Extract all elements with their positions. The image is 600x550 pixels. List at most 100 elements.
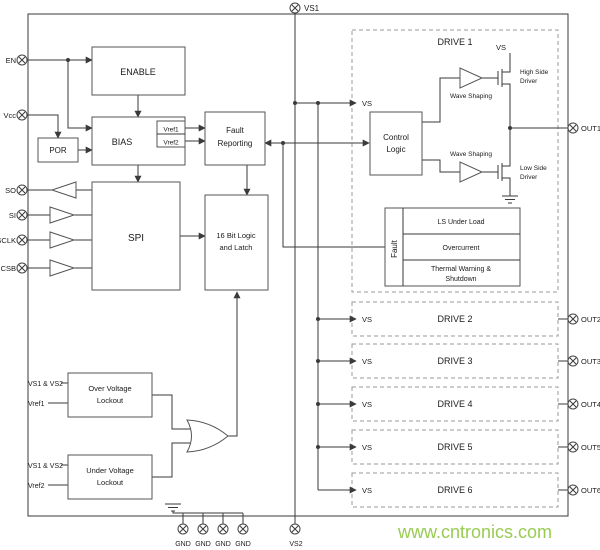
vref1-label: Vref1	[163, 127, 179, 134]
ls-drain-wire	[502, 128, 511, 167]
csb-buffer	[49, 259, 76, 277]
logic-box	[204, 194, 269, 291]
spi-box	[91, 181, 181, 291]
ovl-ref-label: Vref1	[28, 401, 45, 408]
enable-box	[91, 46, 186, 96]
drive3-vs-label: VS	[362, 357, 372, 366]
wave-shaping-low-label: Wave Shaping	[450, 151, 492, 158]
pin-si	[16, 209, 28, 221]
drive4-title: DRIVE 4	[437, 399, 472, 409]
si-buffer	[49, 206, 76, 224]
drive1-vs-label: VS	[362, 99, 372, 108]
wave-shaping-high-label: Wave Shaping	[450, 93, 492, 100]
bias-label: BIAS	[112, 137, 133, 147]
drive2-vs-label: VS	[362, 315, 372, 324]
pin-en-label: EN	[6, 56, 16, 65]
watermark: www.cntronics.com	[397, 522, 552, 542]
fault-strip-label: Fault	[390, 239, 399, 258]
pin-out5-label: OUT5	[581, 443, 600, 452]
pin-out1-label: OUT1	[581, 124, 600, 133]
pin-out1	[567, 122, 579, 134]
pin-en	[16, 54, 28, 66]
pin-vcc	[16, 109, 28, 121]
pin-so-label: SO	[5, 186, 16, 195]
pin-gnd-1-label: GND	[175, 541, 191, 548]
sclk-buffer	[49, 231, 76, 249]
fault-row-thermal-2: Shutdown	[445, 276, 476, 283]
under-voltage-lockout-box	[67, 454, 153, 500]
vref2-label: Vref2	[163, 140, 179, 147]
pin-gnd-3-label: GND	[215, 541, 231, 548]
hs-drain-wire	[502, 53, 511, 73]
drive6-vs-label: VS	[362, 486, 372, 495]
wires	[27, 13, 568, 524]
ls-mosfet	[497, 163, 503, 181]
ls-ground-symbol	[502, 195, 518, 204]
drive3-title: DRIVE 3	[437, 356, 472, 366]
drive4-vs-label: VS	[362, 400, 372, 409]
uvl-label-2: Lockout	[97, 478, 124, 487]
por-label: POR	[49, 146, 67, 155]
hs-mosfet	[497, 69, 503, 87]
control-lowside-wire	[422, 159, 460, 173]
por-box	[37, 137, 79, 163]
drive1-fault-table-grid	[402, 208, 520, 286]
junction-dots	[66, 58, 512, 449]
pin-out4	[567, 398, 579, 410]
low-side-driver-label-2: Driver	[520, 174, 538, 181]
ovl-label-1: Over Voltage	[88, 384, 131, 393]
pin-out3	[567, 355, 579, 367]
control-logic-label-1: Control	[383, 133, 409, 142]
pin-vs1	[289, 2, 301, 14]
pin-sclk	[16, 234, 28, 246]
pin-si-label: SI	[9, 211, 16, 220]
pin-vcc-label: Vcc	[3, 111, 16, 120]
low-side-driver-label-1: Low Side	[520, 165, 547, 172]
logic-label-1: 16 Bit Logic	[216, 231, 255, 240]
ovl-label-2: Lockout	[97, 396, 124, 405]
drive1-fault-feedback-wire	[282, 143, 385, 248]
uvl-label-1: Under Voltage	[86, 466, 134, 475]
pin-out2-label: OUT2	[581, 315, 600, 324]
pin-sclk-label: SCLK	[0, 236, 16, 245]
chip-border	[27, 13, 569, 517]
drive6-title: DRIVE 6	[437, 485, 472, 495]
high-side-driver-label-2: Driver	[520, 78, 538, 85]
uvl-input-wires	[48, 464, 68, 486]
pin-gnd-4	[237, 523, 249, 535]
high-side-driver-label-1: High Side	[520, 69, 549, 76]
fault-reporting-box	[204, 111, 266, 166]
pin-csb	[16, 262, 28, 274]
control-logic-label-2: Logic	[386, 145, 405, 154]
fault-row-overcurrent: Overcurrent	[443, 245, 480, 252]
high-side-amp	[459, 67, 484, 89]
ls-source-wire	[502, 177, 511, 196]
pin-vs1-label: VS1	[304, 4, 320, 13]
logic-label-2: and Latch	[220, 243, 253, 252]
control-highside-wire	[422, 77, 460, 123]
fault-reporting-label-1: Fault	[226, 126, 245, 135]
pin-out5	[567, 441, 579, 453]
drive5-title: DRIVE 5	[437, 442, 472, 452]
enable-label: ENABLE	[120, 67, 156, 77]
pin-vs2-label: VS2	[289, 541, 302, 548]
pin-gnd-2	[197, 523, 209, 535]
control-logic-box	[369, 111, 423, 176]
uvl-supply-label: VS1 & VS2	[28, 463, 63, 470]
drive2-title: DRIVE 2	[437, 314, 472, 324]
over-voltage-lockout-box	[67, 372, 153, 418]
drive1-vs-rail-label: VS	[496, 43, 506, 52]
pin-out3-label: OUT3	[581, 357, 600, 366]
or-gate	[186, 419, 229, 453]
pin-gnd-4-label: GND	[235, 541, 251, 548]
pin-out6-label: OUT6	[581, 486, 600, 495]
low-side-amp	[459, 161, 484, 183]
ground-symbol	[165, 503, 181, 512]
ovl-supply-label: VS1 & VS2	[28, 381, 63, 388]
drive1-box	[351, 29, 559, 293]
gnd-bus-wire	[172, 511, 244, 524]
pin-gnd-2-label: GND	[195, 541, 211, 548]
pin-gnd-1	[177, 523, 189, 535]
fault-row-thermal-1: Thermal Warning &	[431, 266, 491, 273]
ovl-input-wires	[48, 382, 68, 404]
